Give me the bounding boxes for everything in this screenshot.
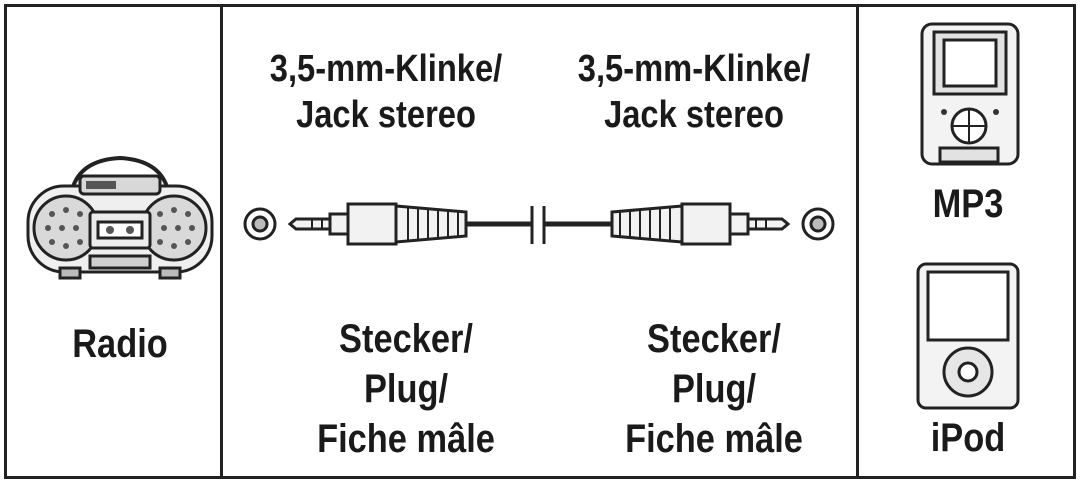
left-plug-label-line-3: Fiche mâle [317, 417, 495, 461]
left-jack-label-line-2: Jack stereo [296, 94, 476, 136]
radio-label: Radio [72, 322, 168, 366]
right-jack-label-line-2: Jack stereo [604, 94, 784, 136]
left-jack-label: 3,5-mm-Klinke/ Jack stereo [257, 46, 515, 138]
right-divider [856, 4, 859, 479]
left-divider [220, 4, 223, 479]
right-plug-label-line-3: Fiche mâle [625, 417, 803, 461]
right-plug-label: Stecker/ Plug/ Fiche mâle [585, 314, 843, 464]
right-jack-label-line-1: 3,5-mm-Klinke/ [577, 48, 811, 90]
right-jack-label: 3,5-mm-Klinke/ Jack stereo [565, 46, 823, 138]
left-plug-label: Stecker/ Plug/ Fiche mâle [277, 314, 535, 464]
right-plug-label-line-2: Plug/ [671, 367, 757, 411]
right-plug-label-line-1: Stecker/ [647, 317, 781, 361]
diagram-frame [4, 4, 1076, 479]
left-jack-label-line-1: 3,5-mm-Klinke/ [269, 48, 503, 90]
mp3-label: MP3 [932, 182, 1004, 226]
left-plug-label-line-1: Stecker/ [339, 317, 473, 361]
left-plug-label-line-2: Plug/ [363, 367, 449, 411]
ipod-label: iPod [930, 416, 1006, 460]
